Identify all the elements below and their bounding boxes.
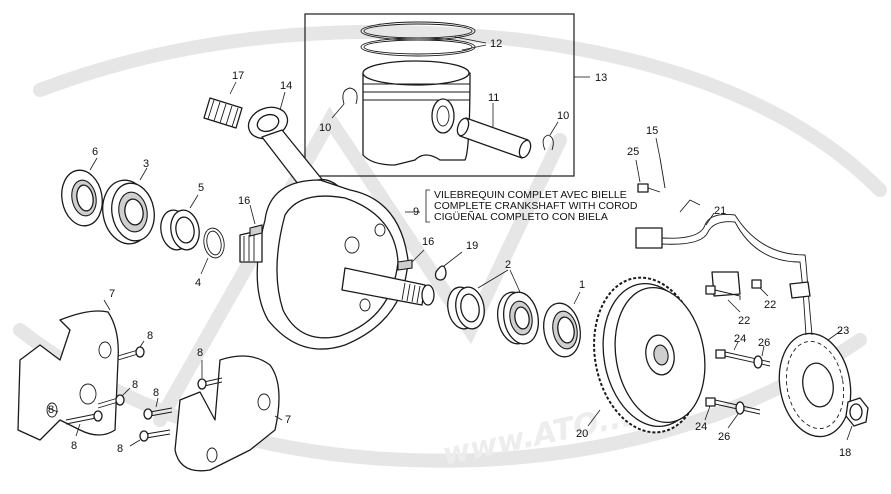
screw-25 bbox=[635, 159, 661, 193]
callout-17: 17 bbox=[232, 70, 244, 82]
callout-13: 13 bbox=[595, 72, 607, 84]
oil-seal-6 bbox=[61, 157, 103, 227]
watermark-logo: www.ATO... bbox=[13, 24, 887, 473]
clamp-15 bbox=[655, 137, 666, 189]
woodruff-key-right bbox=[397, 249, 425, 271]
screw-22-right bbox=[751, 279, 769, 297]
callout-8-e: 8 bbox=[71, 440, 77, 452]
crankcase-half-left bbox=[17, 299, 119, 441]
callout-14: 14 bbox=[280, 80, 292, 92]
spacer-2 bbox=[447, 269, 509, 330]
nut-18 bbox=[845, 397, 869, 441]
o-ring-4 bbox=[200, 227, 225, 275]
callout-23: 23 bbox=[837, 325, 849, 337]
callout-26-lower: 26 bbox=[718, 431, 730, 443]
note-line-fr: VILEBREQUIN COMPLET AVEC BIELLE bbox=[434, 189, 627, 201]
callout-3: 3 bbox=[143, 158, 149, 170]
callout-12: 12 bbox=[490, 38, 502, 50]
callout-24-upper: 24 bbox=[734, 333, 746, 345]
callout-16-right: 16 bbox=[422, 236, 434, 248]
stator bbox=[778, 329, 852, 438]
piston-pin bbox=[456, 103, 532, 159]
callout-10-right: 10 bbox=[557, 110, 569, 122]
callout-9: 9 bbox=[413, 206, 419, 218]
callout-8-g: 8 bbox=[48, 404, 54, 416]
callout-8-c: 8 bbox=[132, 379, 138, 391]
woodruff-key-left bbox=[249, 204, 263, 237]
wiring-harness bbox=[635, 199, 813, 336]
callout-11: 11 bbox=[488, 92, 499, 104]
needle-bearing bbox=[203, 81, 243, 129]
callout-4: 4 bbox=[195, 277, 201, 289]
callout-2: 2 bbox=[505, 259, 511, 271]
callout-7-right: 7 bbox=[285, 414, 291, 426]
callout-22-right: 22 bbox=[764, 299, 776, 311]
callout-26-upper: 26 bbox=[758, 337, 770, 349]
bushing-5 bbox=[160, 194, 200, 251]
callout-18: 18 bbox=[839, 447, 851, 459]
note-line-es: CIGÜEÑAL COMPLETO CON BIELA bbox=[434, 210, 608, 223]
callout-7-left: 7 bbox=[109, 288, 115, 300]
piston-rings bbox=[360, 21, 487, 57]
callout-21: 21 bbox=[714, 205, 726, 217]
piston-kit-box bbox=[304, 13, 590, 177]
crankcase-half-right bbox=[174, 355, 283, 472]
callout-22-left: 22 bbox=[738, 315, 750, 327]
callout-labels: 1 2 3 4 5 6 7 7 8 8 8 8 8 8 8 9 10 10 11… bbox=[48, 38, 851, 459]
piston bbox=[362, 60, 471, 166]
callout-20: 20 bbox=[576, 428, 588, 440]
key bbox=[434, 251, 463, 281]
note-line-en: COMPLETE CRANKSHAFT WITH COROD bbox=[434, 200, 638, 212]
main-bearing-3 bbox=[102, 167, 155, 245]
washer-26-lower bbox=[727, 401, 745, 429]
callout-8-b: 8 bbox=[197, 347, 203, 359]
oil-seal-1 bbox=[543, 291, 581, 358]
bolts-8 bbox=[47, 340, 223, 447]
callout-5: 5 bbox=[198, 182, 204, 194]
screw-22-left bbox=[705, 285, 741, 313]
circlip-left bbox=[331, 87, 358, 119]
callout-16-left: 16 bbox=[238, 195, 250, 207]
callout-10-left: 10 bbox=[319, 122, 331, 134]
flywheel-rotor bbox=[587, 276, 706, 434]
callout-25: 25 bbox=[627, 146, 639, 158]
crankshaft bbox=[239, 179, 435, 350]
crankshaft-note: VILEBREQUIN COMPLET AVEC BIELLE COMPLETE… bbox=[425, 189, 638, 223]
circlip-right bbox=[542, 121, 559, 151]
callout-1: 1 bbox=[579, 279, 585, 291]
callout-15: 15 bbox=[646, 125, 658, 137]
callout-8-a: 8 bbox=[147, 330, 153, 342]
callout-8-f: 8 bbox=[117, 443, 123, 455]
pickup-coil bbox=[711, 271, 811, 299]
callout-6: 6 bbox=[92, 146, 98, 158]
callout-24-lower: 24 bbox=[695, 421, 707, 433]
washer-26-upper bbox=[753, 345, 765, 369]
main-bearing-2 bbox=[497, 269, 539, 345]
callout-8-d: 8 bbox=[153, 387, 159, 399]
callout-19: 19 bbox=[466, 240, 478, 252]
